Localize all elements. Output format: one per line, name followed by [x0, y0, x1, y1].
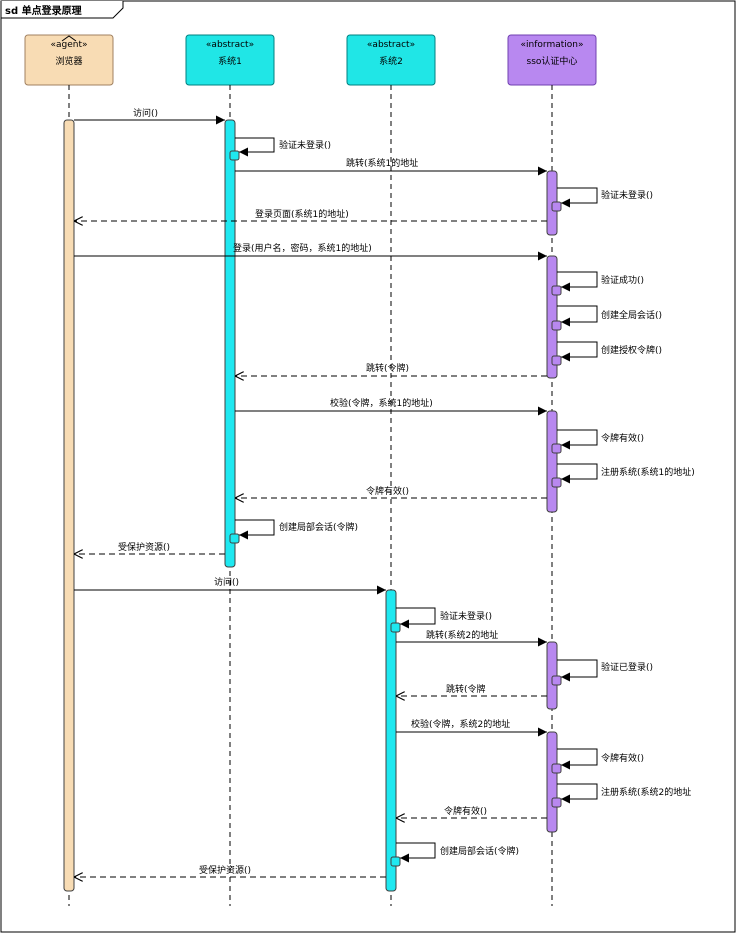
self-activation-sso-4 — [551, 355, 562, 366]
lifeline-sys1: «abstract» 系统1 — [185, 34, 275, 86]
lifeline-name: 系统1 — [218, 55, 242, 67]
activation-bars — [63, 119, 558, 892]
self-activation-sso-8 — [551, 763, 562, 774]
self-activation-sso-3 — [551, 320, 562, 331]
activation-bar-sso-5 — [546, 731, 558, 833]
message-label: 验证未登录() — [440, 610, 492, 622]
lifeline-name: 系统2 — [379, 55, 403, 67]
self-activation-sso-7 — [551, 675, 562, 686]
message-label: 注册系统(系统2的地址 — [601, 786, 691, 798]
self-call-arrow — [557, 659, 598, 682]
lifeline-browser: «agent» 浏览器 — [24, 34, 114, 86]
frame-title-tab — [0, 1, 124, 19]
lifeline-stereotype: «abstract» — [206, 40, 254, 50]
activation-bar-sso-3 — [546, 410, 558, 513]
lifeline-stereotype: «information» — [521, 40, 584, 50]
messages: 访问() 验证未登录() 跳转(系统1的地址 验证未登录() 登录页面(系统1的… — [74, 107, 695, 877]
lifeline-name: 浏览器 — [55, 55, 82, 67]
self-call-arrow — [557, 271, 598, 292]
message-label: 校验(令牌，系统1的地址) — [330, 397, 433, 409]
message-label: 受保护资源() — [199, 864, 251, 876]
message-label: 跳转(令牌 — [446, 683, 486, 695]
self-call-arrow — [235, 137, 275, 157]
self-activation-sys1-2 — [229, 533, 240, 544]
activation-bar-sys1 — [224, 119, 236, 568]
self-call-activations — [229, 150, 562, 867]
lifeline-stereotype: «agent» — [50, 40, 87, 50]
message-label: 登录(用户名，密码，系统1的地址) — [233, 242, 372, 254]
self-activation-sso-1 — [551, 201, 562, 212]
self-activation-sso-6 — [551, 477, 562, 488]
message-label: 创建授权令牌() — [601, 344, 662, 356]
message-label: 创建局部会话(令牌) — [440, 845, 519, 857]
message-label: 访问() — [214, 576, 239, 588]
self-activation-sso-5 — [551, 443, 562, 454]
lifeline-stereotype: «abstract» — [367, 40, 415, 50]
message-label: 令牌有效() — [444, 805, 487, 817]
self-activation-sys2-1 — [390, 622, 401, 633]
message-label: 创建全局会话() — [601, 309, 662, 321]
message-label: 验证未登录() — [279, 139, 331, 151]
message-label: 令牌有效() — [601, 752, 644, 764]
activation-bar-sys2 — [385, 589, 397, 892]
self-activation-sso-2 — [551, 285, 562, 296]
message-label: 跳转(系统2的地址 — [426, 629, 498, 641]
self-call-arrow — [396, 842, 436, 863]
message-label: 创建局部会话(令牌) — [279, 521, 358, 533]
self-call-arrow — [557, 748, 598, 770]
self-call-arrow — [235, 519, 275, 540]
self-call-arrow — [557, 341, 598, 362]
message-label: 验证未登录() — [601, 189, 653, 201]
self-activation-sys1-1 — [229, 150, 240, 161]
self-call-arrow — [557, 187, 598, 208]
message-label: 访问() — [133, 107, 158, 119]
message-label: 验证成功() — [601, 274, 644, 286]
lifeline-sys2: «abstract» 系统2 — [346, 34, 436, 86]
message-label: 受保护资源() — [118, 541, 170, 553]
message-label: 令牌有效() — [366, 485, 409, 497]
self-activation-sso-9 — [551, 797, 562, 808]
message-label: 跳转(系统1的地址 — [346, 157, 418, 169]
self-activation-sys2-2 — [390, 856, 401, 867]
activation-bar-browser — [63, 119, 75, 892]
self-call-arrow — [557, 429, 598, 450]
message-label: 令牌有效() — [601, 432, 644, 444]
lifeline-dashes — [68, 85, 553, 906]
message-label: 注册系统(系统1的地址) — [601, 466, 695, 478]
message-label: 登录页面(系统1的地址) — [255, 208, 349, 220]
self-call-arrow — [557, 305, 598, 327]
frame-title: sd 单点登录原理 — [5, 4, 82, 17]
self-call-arrow — [557, 783, 598, 804]
lifeline-name: sso认证中心 — [527, 55, 578, 67]
actor-stickman-icon — [61, 35, 77, 42]
lifeline-sso: «information» sso认证中心 — [507, 34, 597, 86]
self-call-arrow — [557, 463, 598, 484]
message-label: 跳转(令牌) — [366, 362, 409, 374]
message-label: 验证已登录() — [601, 661, 653, 673]
self-call-arrow — [396, 607, 436, 629]
message-label: 校验(令牌，系统2的地址 — [411, 718, 510, 730]
